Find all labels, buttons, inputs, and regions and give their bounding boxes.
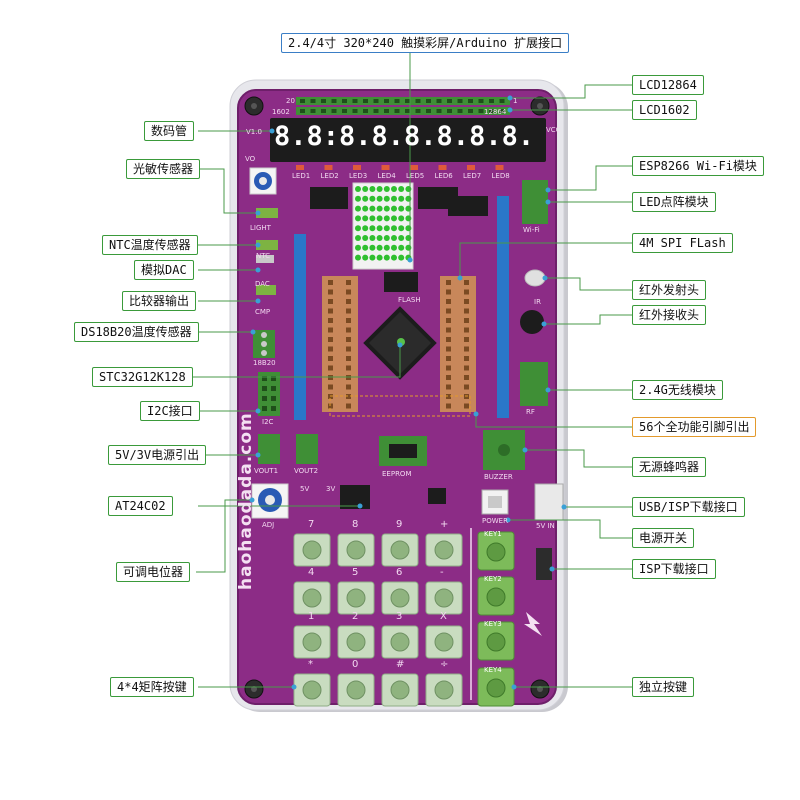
led-label: LED3 [349,172,368,180]
led-label: LED6 [434,172,453,180]
keypad-key-label: + [440,519,449,530]
5v-label: 5V [300,485,310,493]
ntc-label: NTC [256,252,270,260]
keypad-key-label: 6 [396,567,403,578]
callout-power-out: 5V/3V电源引出 [108,445,207,465]
led-label: LED2 [320,172,339,180]
i2c-label: I2C [262,418,274,426]
callout-isp: ISP下载接口 [632,559,716,579]
callout-wireless: 2.4G无线模块 [632,380,723,400]
wifi-label: Wi-Fi [523,226,540,234]
led-label: LED5 [406,172,425,180]
callout-buzzer: 无源蜂鸣器 [632,457,707,477]
vcc-label: VCC [546,126,561,134]
cmp-label: CMP [255,308,271,316]
callout-ir-tx: 红外发射头 [632,280,707,300]
keypad-key-label: 3 [396,611,403,622]
independent-key-label: KEY1 [484,530,502,538]
keypad-key-label: # [396,659,405,670]
callout-matrix-keys: 4*4矩阵按键 [110,677,194,697]
keypad-key-label: 8 [352,519,359,530]
independent-key-label: KEY4 [484,666,502,674]
callout-dac: 模拟DAC [134,260,194,280]
keypad-key-label: ÷ [440,659,449,670]
keypad-key-label: 2 [352,611,359,622]
seven-segment-display: 8.8:8.8.8.8.8.8. [274,121,535,152]
callout-light-sensor: 光敏传感器 [126,159,201,179]
keypad-key-label: 7 [308,519,315,530]
light-label: LIGHT [250,224,271,232]
callout-seven-seg: 数码管 [144,121,195,141]
keypad-key-label: 9 [396,519,403,530]
callout-esp8266: ESP8266 Wi-Fi模块 [632,156,764,176]
keypad-key-label: 1 [308,611,315,622]
callout-lcd-touch: 2.4/4寸 320*240 触摸彩屏/Arduino 扩展接口 [281,33,570,53]
keypad-key-label: 5 [352,567,359,578]
3v-label: 3V [326,485,336,493]
vout1-label: VOUT1 [254,467,279,475]
callout-ir-rx: 红外接收头 [632,305,707,325]
header-pin-20: 20 [286,97,295,105]
callout-eeprom: AT24C02 [108,496,173,516]
ir-label: IR [534,298,541,306]
led-label: LED8 [491,172,510,180]
independent-key-label: KEY2 [484,575,502,583]
header-pin-1: 1 [513,97,518,105]
power-label: POWER [482,517,508,525]
buzzer-label: BUZZER [484,473,513,481]
independent-key-label: KEY3 [484,620,502,628]
eeprom-label: EEPROM [382,470,412,478]
callout-spi-flash: 4M SPI FLash [632,233,733,253]
callout-ntc: NTC温度传感器 [102,235,198,255]
board-site-text: haohaodada.com [236,412,256,590]
callout-power-switch: 电源开关 [632,528,695,548]
vo-label: VO [245,155,256,163]
header-label-1602: 1602 [272,108,290,116]
keypad-key-label: 4 [308,567,315,578]
led-label: LED7 [463,172,482,180]
led-label: LED1 [292,172,311,180]
callout-56-pins: 56个全功能引脚引出 [632,417,757,437]
callout-usb-isp: USB/ISP下载接口 [632,497,745,517]
callout-lcd12864: LCD12864 [632,75,704,95]
callout-mcu: STC32G12K128 [92,367,193,387]
vin-label: 5V IN [536,522,555,530]
callout-ind-keys: 独立按键 [632,677,695,697]
callout-ds18b20: DS18B20温度传感器 [74,322,199,342]
led-label: LED4 [377,172,396,180]
keypad-key-label: * [308,659,313,670]
keypad-key-label: 0 [352,659,359,670]
callout-potentiometer: 可调电位器 [116,562,191,582]
ds18b20-label: 18B20 [253,359,276,367]
version-label: V1.0 [246,128,262,136]
adj-label: ADJ [262,521,275,529]
callout-lcd1602: LCD1602 [632,100,697,120]
callout-i2c: I2C接口 [140,401,200,421]
rf-label: RF [526,408,535,416]
callout-comparator: 比较器输出 [122,291,197,311]
vout2-label: VOUT2 [294,467,319,475]
dac-label: DAC [255,280,270,288]
header-label-12864: 12864 [484,108,507,116]
keypad-key-label: - [440,567,444,578]
keypad-key-label: X [440,611,447,622]
flash-label: FLASH [398,296,421,304]
callout-led-matrix: LED点阵模块 [632,192,716,212]
